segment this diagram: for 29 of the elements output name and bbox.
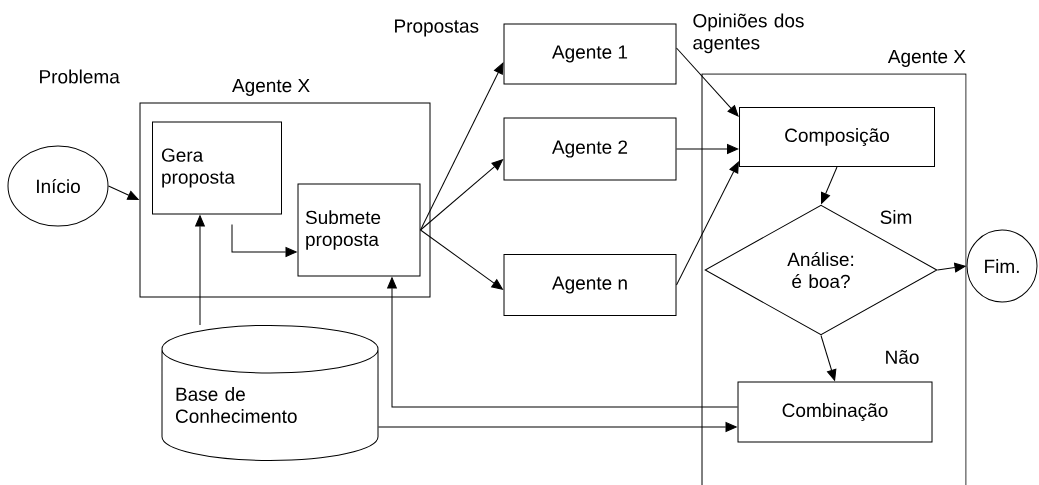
annotation-text: Propostas bbox=[395, 19, 479, 37]
annotation-text: Opiniões dos agentes bbox=[693, 13, 804, 54]
arrow bbox=[820, 335, 837, 381]
arrow bbox=[420, 229, 503, 290]
database-cylinder: Base de Conhecimento bbox=[161, 324, 379, 461]
arrow bbox=[821, 166, 838, 204]
arrow bbox=[108, 185, 139, 200]
process-box: Gera proposta bbox=[152, 121, 282, 215]
process-box: Agente n bbox=[503, 254, 677, 316]
arrow bbox=[195, 215, 205, 326]
arrow bbox=[231, 224, 297, 257]
arrow bbox=[420, 62, 504, 231]
edge-label: Sim bbox=[878, 209, 914, 225]
arrow bbox=[937, 262, 966, 273]
node-label: Agente X bbox=[887, 49, 966, 67]
edge-label: Não bbox=[883, 349, 921, 365]
process-box: Submete proposta bbox=[297, 183, 421, 277]
process-box: Agente 2 bbox=[503, 117, 677, 181]
arrow bbox=[378, 422, 737, 432]
annotation-text: Problema bbox=[40, 69, 120, 84]
arrow bbox=[420, 159, 503, 231]
process-box: Agente 1 bbox=[503, 23, 677, 85]
arrow bbox=[387, 277, 738, 408]
node-label: Agente X bbox=[232, 79, 310, 96]
arrow bbox=[676, 144, 739, 154]
process-box: Combinação bbox=[737, 381, 933, 443]
arrow bbox=[676, 47, 739, 117]
process-box: Composição bbox=[739, 107, 935, 167]
arrow bbox=[676, 161, 739, 286]
